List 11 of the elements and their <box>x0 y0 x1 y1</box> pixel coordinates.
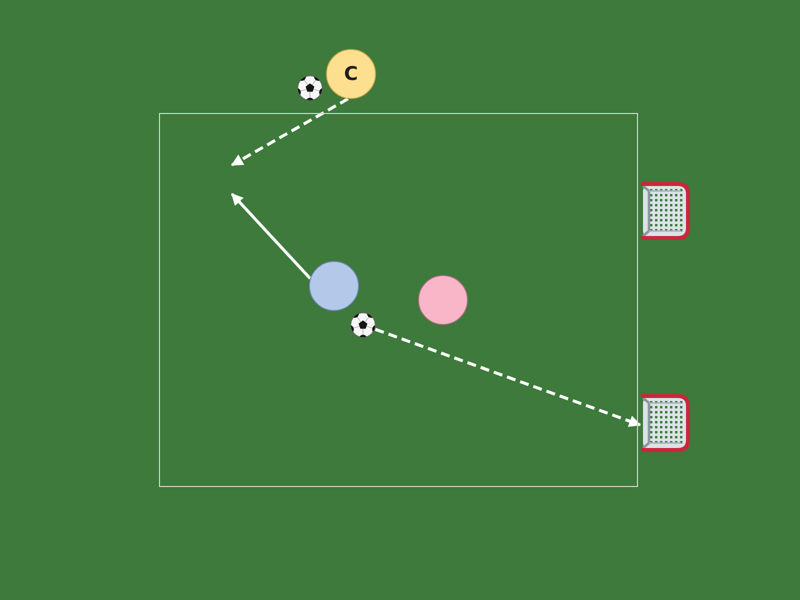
soccer-ball-icon <box>350 312 376 338</box>
goal-icon <box>640 393 691 453</box>
arrow <box>230 192 312 280</box>
player-marker <box>418 275 468 325</box>
player-marker <box>309 261 359 311</box>
dashed-arrow <box>374 328 642 427</box>
soccer-ball-icon <box>297 75 323 101</box>
playing-area <box>159 113 638 487</box>
player-marker: C <box>326 49 376 99</box>
goal-icon <box>640 181 691 241</box>
dashed-arrow <box>230 98 349 166</box>
